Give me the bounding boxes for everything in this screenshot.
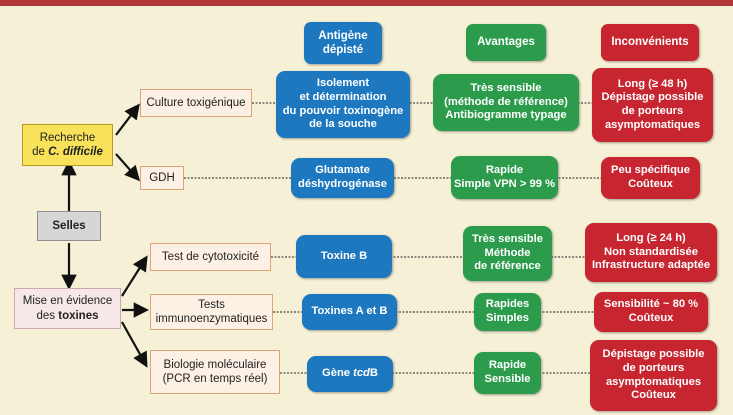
arrow-to-cytotoxicity [121,255,148,297]
drawbacks-cytotoxicity-line-2: Non standardisée [604,245,698,258]
test-culture: Culture toxigénique [140,89,252,117]
antigen-pcr-gene: tcd [353,367,370,380]
advantages-immunoassay-line-2: Simples [486,312,529,324]
test-immunoassay: Tests immunoenzymatiques [150,294,273,330]
test-culture-label: Culture toxigénique [146,96,246,109]
test-immunoassay-line-1: Tests [198,298,225,311]
test-gdh: GDH [140,166,184,190]
antigen-gdh: Glutamate déshydrogénase [291,158,394,198]
antigen-pcr-prefix: Gène [322,367,354,380]
antigen-gdh-line-2: déshydrogénase [298,178,387,190]
advantages-cytotoxicity: Très sensible Méthode de référence [463,226,552,281]
advantages-culture-line-2: (méthode de référence) [444,95,568,108]
test-gdh-label: GDH [149,171,175,184]
drawbacks-immunoassay-line-1: Sensibilité ~ 80 % [603,298,699,311]
drawbacks-culture-line-3: de porteurs [621,105,684,117]
drawbacks-gdh-line-1: Peu spécifique [611,164,690,177]
advantages-gdh-line-1: Rapide [485,163,524,176]
arrow-to-culture [115,103,140,136]
antigen-culture-line-3: du pouvoir toxinogène [282,104,404,117]
recherche-prefix: de [32,146,49,158]
arrow-to-pcr [121,321,148,368]
top-accent-bar [0,0,733,6]
advantages-cytotoxicity-line-1: Très sensible [472,233,543,246]
antigen-culture: Isolement et détermination du pouvoir to… [276,71,410,138]
toxines-prefix: des [36,309,59,322]
drawbacks-pcr-line-2: de porteurs [622,361,685,374]
advantages-gdh-line-2: Simple VPN > 99 % [453,177,556,190]
drawbacks-cytotoxicity: Long (≥ 24 h) Non standardisée Infrastru… [585,223,717,282]
advantages-cytotoxicity-line-2: Méthode [484,246,531,259]
header-advantages-label: Avantages [477,36,535,49]
header-drawbacks-label: Inconvénients [611,36,689,49]
advantages-pcr-line-1: Rapide [488,359,527,372]
drawbacks-culture-line-4: asymptomatiques [604,118,701,131]
drawbacks-pcr: Dépistage possible de porteurs asymptoma… [590,340,717,411]
antigen-culture-line-2: et détermination [299,90,387,103]
drawbacks-cytotoxicity-line-3: Infrastructure adaptée [591,259,711,272]
advantages-cytotoxicity-line-3: de référence [474,260,541,273]
drawbacks-culture-line-1: Long (≥ 48 h) [617,77,688,90]
test-pcr: Biologie moléculaire (PCR en temps réel) [150,350,280,394]
advantages-pcr: Rapide Sensible [474,352,541,394]
test-cytotoxicity: Test de cytotoxicité [150,243,271,271]
test-pcr-line-2: (PCR en temps réel) [162,373,268,385]
header-advantages: Avantages [466,24,546,61]
header-antigen-line-2: dépisté [322,44,364,56]
drawbacks-immunoassay: Sensibilité ~ 80 % Coûteux [594,292,708,332]
recherche-species: C. difficile [48,146,103,158]
drawbacks-pcr-line-3: asymptomatiques [605,375,702,388]
drawbacks-pcr-line-1: Dépistage possible [602,348,705,361]
antigen-immunoassay: Toxines A et B [302,294,397,330]
drawbacks-gdh: Peu spécifique Coûteux [601,157,700,199]
test-cytotoxicity-label: Test de cytotoxicité [161,250,260,263]
arrow-to-gdh [115,153,141,182]
recherche-label-line-1: Recherche [39,131,96,144]
antigen-culture-line-1: Isolement [316,77,370,90]
antigen-cytotoxicity: Toxine B [296,235,392,278]
drawbacks-immunoassay-line-2: Coûteux [628,312,674,324]
test-pcr-line-1: Biologie moléculaire [163,358,267,371]
drawbacks-culture-line-2: Dépistage possible [601,91,704,104]
advantages-gdh: Rapide Simple VPN > 99 % [451,156,558,199]
antigen-pcr: Gène tcdB [307,356,393,392]
drawbacks-culture: Long (≥ 48 h) Dépistage possible de port… [592,68,713,142]
selles-node: Selles [37,211,101,241]
header-antigen: Antigène dépisté [304,22,382,64]
advantages-culture-line-3: Antibiogramme typage [445,109,567,122]
antigen-immunoassay-label: Toxines A et B [311,305,388,318]
antigen-culture-line-4: de la souche [309,118,377,131]
advantages-immunoassay-line-1: Rapides [485,298,530,311]
header-drawbacks: Inconvénients [601,24,699,61]
drawbacks-pcr-line-4: Coûteux [631,389,676,402]
toxines-bold: toxines [58,309,99,322]
advantages-pcr-line-2: Sensible [484,373,531,385]
header-antigen-line-1: Antigène [318,29,368,42]
antigen-pcr-label: Gène tcdB [322,367,378,381]
toxines-label-line-1: Mise en évidence [22,295,113,308]
advantages-immunoassay: Rapides Simples [474,293,541,331]
antigen-pcr-suffix: B [369,367,378,380]
drawbacks-cytotoxicity-line-1: Long (≥ 24 h) [616,232,686,245]
tree-arrows [61,103,150,368]
advantages-culture-line-1: Très sensible [470,82,542,95]
drawbacks-gdh-line-2: Coûteux [628,178,673,190]
test-immunoassay-line-2: immunoenzymatiques [155,313,268,325]
antigen-cytotoxicity-label: Toxine B [320,249,368,262]
selles-label: Selles [52,219,86,232]
recherche-label-line-2: de C. difficile [32,145,103,159]
antigen-gdh-line-1: Glutamate [315,164,370,177]
advantages-culture: Très sensible (méthode de référence) Ant… [433,74,579,131]
toxines-label-line-2: des toxines [23,309,113,323]
